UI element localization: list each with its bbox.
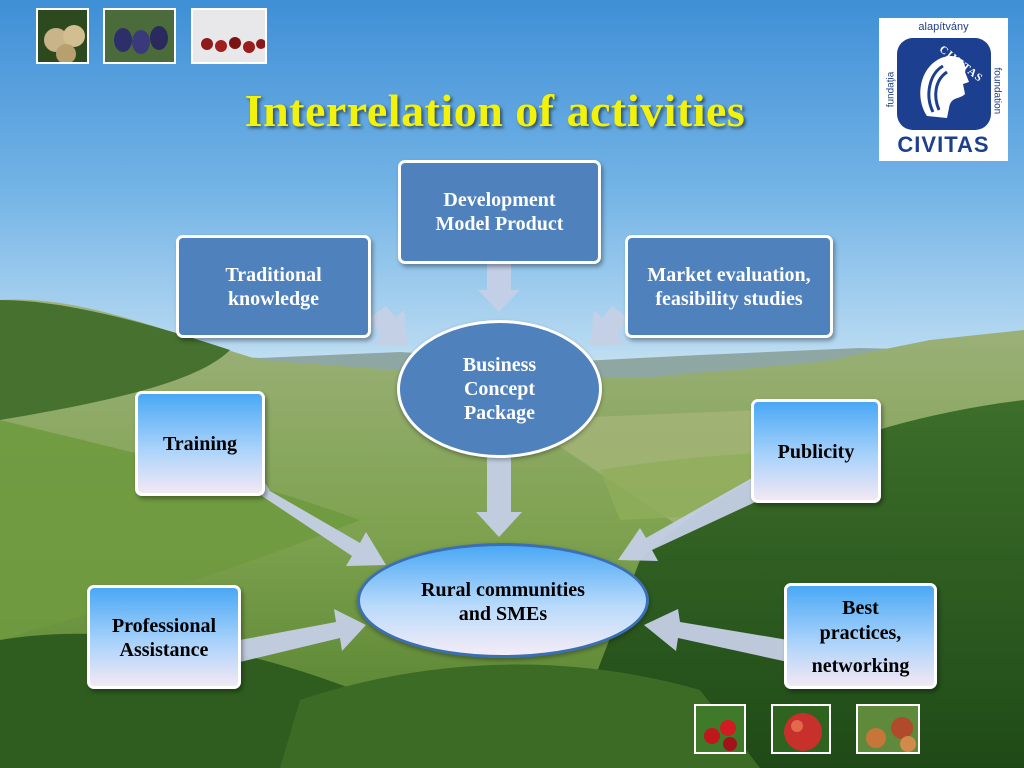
node-text-line: practices,	[819, 622, 902, 644]
fruit-photo-cherries	[191, 8, 267, 64]
arrow-best-to-rural	[644, 609, 788, 662]
node-text-line: knowledge	[227, 287, 320, 310]
node-text-line: Best	[842, 597, 879, 619]
logo-text-top: alapítvány	[918, 21, 969, 33]
node-text-line: Market evaluation,	[647, 263, 811, 286]
node-text-line: Training	[162, 433, 238, 455]
fruit-photo-cherries-bottom	[694, 704, 746, 754]
fruit-photo-prunes	[103, 8, 176, 64]
node-text-line: Development	[443, 189, 556, 211]
node-text-line: Publicity	[777, 441, 855, 463]
node-text-line: Rural communities	[421, 579, 585, 601]
fruit-photo-apple	[771, 704, 831, 754]
civitas-logo: alapítvány fundaţia foundation CIVITAS C…	[879, 18, 1008, 161]
fruit-photo-plums	[36, 8, 89, 64]
arrow-professional-to-rural	[240, 609, 366, 662]
node-text-line: networking	[811, 655, 910, 677]
node-text-line: Business	[462, 354, 537, 376]
node-text-line: Package	[463, 402, 536, 424]
node-text-line: Traditional	[225, 263, 322, 286]
node-text-line: and SMEs	[458, 603, 548, 625]
node-text-line: Assistance	[119, 639, 209, 661]
node-text-line: Professional	[111, 615, 217, 637]
node-training: Training	[135, 391, 265, 496]
node-text-line: Concept	[463, 378, 536, 400]
fruit-photo-apples	[856, 704, 920, 754]
arrow-training-to-rural	[258, 471, 386, 566]
node-market-evaluation: Market evaluation,feasibility studies	[625, 235, 833, 338]
arrow-publicity-to-rural	[618, 478, 764, 561]
arrow-development-to-business	[478, 264, 520, 312]
node-text-line: feasibility studies	[655, 287, 803, 310]
arrow-traditional-to-business	[370, 306, 408, 346]
node-text-line: Model Product	[435, 213, 564, 235]
node-best-practices: Best practices, networking	[784, 583, 937, 689]
logo-emblem-icon: CIVITAS	[897, 38, 991, 130]
logo-text-bottom: CIVITAS	[897, 132, 990, 157]
page-title: Interrelation of activities	[244, 85, 746, 136]
arrow-business-to-rural	[476, 456, 522, 537]
arrow-market-to-business	[590, 306, 628, 346]
node-publicity: Publicity	[751, 399, 881, 503]
